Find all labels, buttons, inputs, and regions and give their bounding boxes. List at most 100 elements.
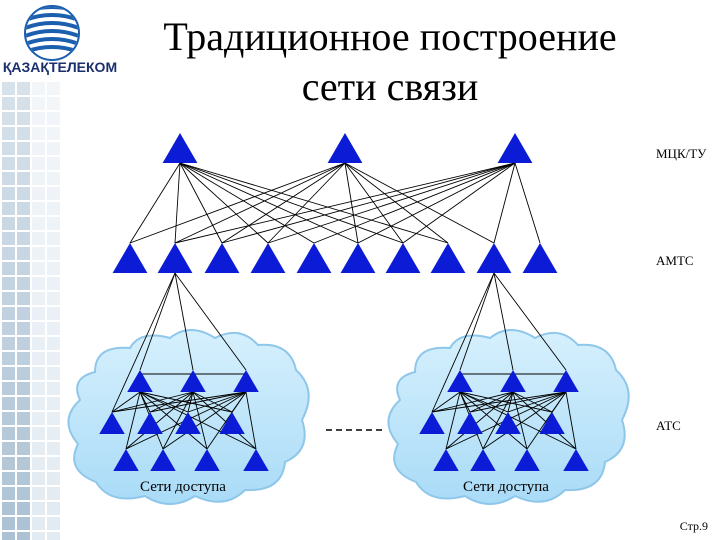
level-label-ats: АТС (656, 418, 681, 433)
link-line (162, 391, 247, 450)
amts-node (340, 243, 376, 273)
ats-node (137, 412, 163, 434)
ats-node (175, 412, 201, 434)
ats-node (539, 412, 565, 434)
sidebar-cell (32, 352, 45, 365)
sidebar-cell (47, 112, 60, 125)
sidebar-cell (32, 397, 45, 410)
link-line (344, 162, 495, 244)
sidebar-cell (2, 502, 15, 515)
link-line (344, 162, 404, 244)
sidebar-cell (17, 262, 30, 275)
sidebar-cell (17, 127, 30, 140)
sidebar-cell (32, 142, 45, 155)
link-line (139, 391, 257, 450)
link-line (139, 391, 189, 413)
sidebar-cell (47, 292, 60, 305)
link-line (174, 162, 516, 244)
page-number: Стр.9 (679, 519, 708, 533)
sidebar-cell (32, 127, 45, 140)
sidebar-cell (2, 112, 15, 125)
sidebar-cell (17, 82, 30, 95)
link-line (174, 272, 194, 371)
link-line (402, 162, 516, 244)
sidebar-cell (47, 517, 60, 530)
ats-node (457, 412, 483, 434)
sidebar-cell (47, 352, 60, 365)
sidebar-cell (47, 457, 60, 470)
sidebar-cell (2, 322, 15, 335)
sidebar-cell (2, 142, 15, 155)
sidebar-cell (2, 127, 15, 140)
sidebar-cell (2, 442, 15, 455)
sidebar-cell (47, 277, 60, 290)
sidebar-cell (17, 142, 30, 155)
sidebar-cell (17, 517, 30, 530)
sidebar-cell (17, 457, 30, 470)
sidebar-cell (32, 82, 45, 95)
sidebar-cell (32, 157, 45, 170)
link-line (357, 162, 516, 244)
sidebar-cell (2, 397, 15, 410)
link-line (139, 391, 208, 450)
sidebar-cell (2, 187, 15, 200)
ats-node (470, 449, 496, 471)
sidebar-cell (2, 292, 15, 305)
title-line-1: Традиционное построение (163, 14, 617, 59)
sidebar-cell (17, 487, 30, 500)
link-line (469, 391, 514, 413)
link-line (125, 391, 141, 450)
sidebar-cell (47, 502, 60, 515)
sidebar-cell (47, 307, 60, 320)
sidebar-grid (2, 82, 60, 540)
link-line (187, 391, 194, 413)
sidebar-cell (17, 292, 30, 305)
level-label-amts: АМТС (656, 253, 694, 268)
sidebar-cell (2, 487, 15, 500)
sidebar-cell (2, 172, 15, 185)
amts-node (250, 243, 286, 273)
sidebar-cell (17, 367, 30, 380)
sidebar-cell (2, 307, 15, 320)
link-line (111, 391, 247, 413)
sidebar-cell (2, 217, 15, 230)
sidebar-cell (17, 247, 30, 260)
sidebar-cell (2, 97, 15, 110)
link-line (192, 391, 233, 413)
link-line (512, 391, 577, 450)
kazakhtelecom-logo: ҚАЗАҚТЕЛЕКОМ (0, 0, 120, 80)
sidebar-cell (32, 502, 45, 515)
sidebar-cell (2, 202, 15, 215)
sidebar-cell (17, 382, 30, 395)
sidebar-cell (47, 322, 60, 335)
sidebar-cell (32, 412, 45, 425)
sidebar-cell (32, 517, 45, 530)
sidebar-cell (32, 232, 45, 245)
link-line (507, 391, 514, 413)
sidebar-cell (17, 502, 30, 515)
ats-node (219, 412, 245, 434)
sidebar-cell (32, 307, 45, 320)
link-line (174, 272, 247, 371)
sidebar-cell (47, 232, 60, 245)
sidebar-cell (2, 457, 15, 470)
sidebar-cell (17, 217, 30, 230)
link-line (512, 391, 528, 450)
link-line (192, 391, 257, 450)
link-line (431, 391, 514, 413)
sidebar-cell (2, 427, 15, 440)
sidebar-cell (17, 352, 30, 365)
sidebar-cell (32, 367, 45, 380)
sidebar-cell (17, 442, 30, 455)
amts-node (476, 243, 512, 273)
link-line (313, 162, 516, 244)
link-line (187, 391, 247, 413)
link-line (174, 162, 181, 244)
amts-node (204, 243, 240, 273)
link-line (111, 391, 141, 413)
link-line (431, 272, 495, 413)
sidebar-cell (32, 457, 45, 470)
sidebar-cell (47, 82, 60, 95)
sidebar-cell (17, 397, 30, 410)
sidebar-cell (2, 82, 15, 95)
